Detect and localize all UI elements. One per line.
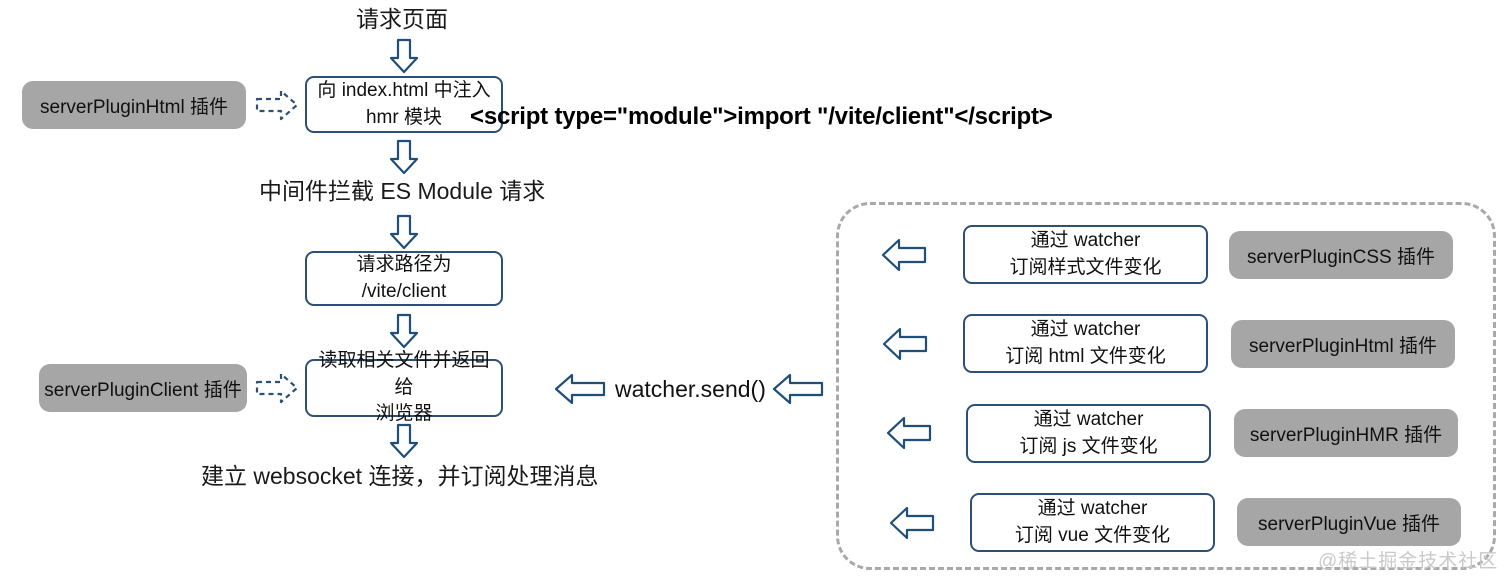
box-watcher-html[interactable]: 通过 watcher 订阅 html 文件变化 [963,314,1208,373]
box-inject-hmr-line2: hmr 模块 [365,106,442,128]
pill-server-plugin-hmr[interactable]: serverPluginHMR 插件 [1234,409,1458,457]
box-inject-hmr-text: 向 index.html 中注入 hmr 模块 [317,78,490,132]
box-watcher-html-line2: 订阅 html 文件变化 [1005,345,1166,367]
code-snippet-vite-client: <script type="module">import "/vite/clie… [470,103,1053,130]
watcher-panel [836,202,1496,570]
box-read-and-return-text: 读取相关文件并返回给 浏览器 [315,348,493,429]
box-watcher-js-line2: 订阅 js 文件变化 [1019,435,1158,457]
arrow-left-icon [889,504,935,542]
arrow-down-icon [386,313,422,349]
flow-label-request-page: 请求页面 [356,6,448,32]
arrow-left-icon [881,236,927,274]
arrow-right-dashed-icon [255,369,299,407]
box-request-path[interactable]: 请求路径为 /vite/client [305,251,503,306]
box-watcher-js-line1: 通过 watcher [1033,408,1144,430]
flow-label-websocket-connect: 建立 websocket 连接，并订阅处理消息 [201,463,599,489]
box-watcher-css-text: 通过 watcher 订阅样式文件变化 [1009,228,1161,282]
label-watcher-send: watcher.send() [615,376,766,402]
box-watcher-js[interactable]: 通过 watcher 订阅 js 文件变化 [966,404,1211,463]
box-inject-hmr[interactable]: 向 index.html 中注入 hmr 模块 [305,76,503,133]
box-read-and-return-line1: 读取相关文件并返回给 [318,349,490,398]
box-watcher-css-line1: 通过 watcher [1030,229,1141,251]
watermark: @稀土掘金技术社区 [1318,551,1499,572]
flow-label-middleware-intercept: 中间件拦截 ES Module 请求 [259,178,546,204]
arrow-left-icon [886,414,932,452]
box-watcher-vue-text: 通过 watcher 订阅 vue 文件变化 [1015,496,1170,550]
arrow-down-icon [386,139,422,175]
pill-server-plugin-html-right[interactable]: serverPluginHtml 插件 [1231,320,1455,368]
pill-server-plugin-vue[interactable]: serverPluginVue 插件 [1237,498,1461,546]
box-watcher-js-text: 通过 watcher 订阅 js 文件变化 [1019,407,1157,461]
box-watcher-vue[interactable]: 通过 watcher 订阅 vue 文件变化 [970,493,1215,552]
box-watcher-vue-line1: 通过 watcher [1037,497,1148,519]
box-watcher-html-text: 通过 watcher 订阅 html 文件变化 [1005,317,1165,371]
box-watcher-html-line1: 通过 watcher [1030,318,1141,340]
box-watcher-vue-line2: 订阅 vue 文件变化 [1014,524,1171,546]
pill-server-plugin-html-left[interactable]: serverPluginHtml 插件 [22,81,246,129]
arrow-left-icon [882,325,928,363]
arrow-down-icon [386,38,422,74]
box-watcher-css[interactable]: 通过 watcher 订阅样式文件变化 [963,225,1208,284]
pill-server-plugin-client[interactable]: serverPluginClient 插件 [39,364,247,412]
arrow-left-icon [772,371,824,407]
pill-server-plugin-css[interactable]: serverPluginCSS 插件 [1229,231,1453,279]
box-watcher-css-line2: 订阅样式文件变化 [1009,256,1162,278]
arrow-left-icon [554,371,606,407]
arrow-down-icon [386,423,422,459]
arrow-down-icon [386,214,422,250]
box-read-and-return-line2: 浏览器 [375,403,433,425]
arrow-right-dashed-icon [255,86,299,124]
box-read-and-return[interactable]: 读取相关文件并返回给 浏览器 [305,350,503,424]
box-inject-hmr-line1: 向 index.html 中注入 [317,79,491,101]
